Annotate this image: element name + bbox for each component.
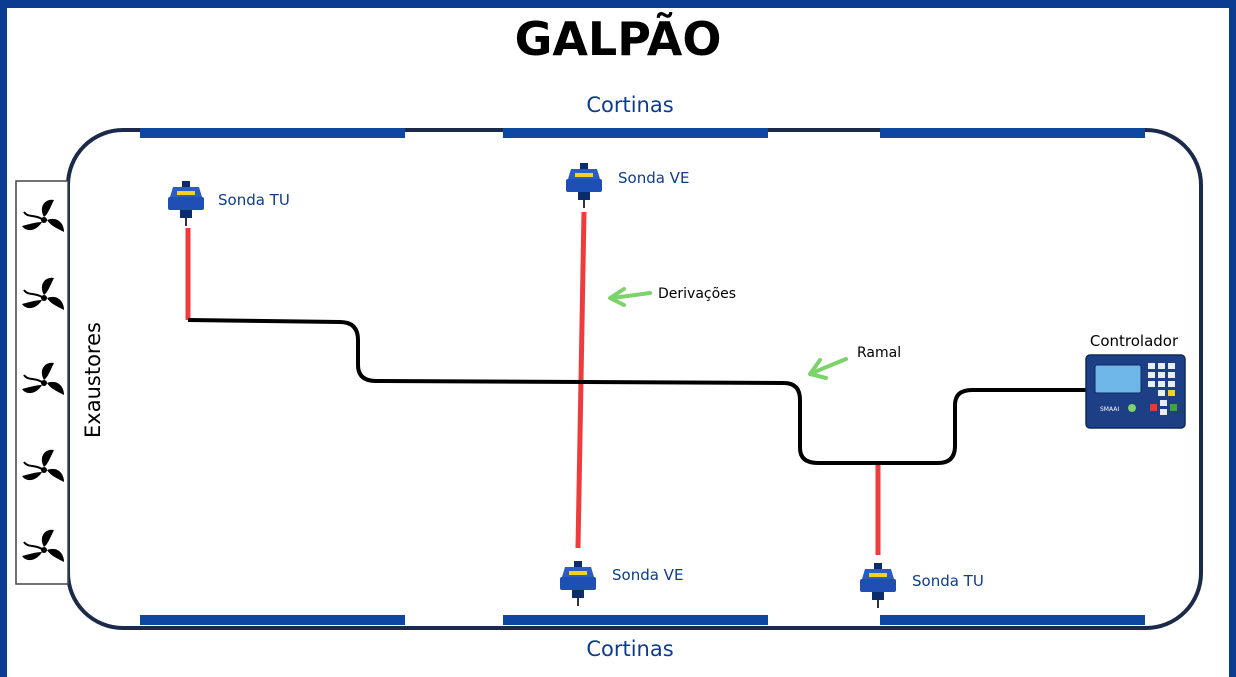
controller-brand: SMAAI [1100, 406, 1119, 413]
probe-label-bottom-middle: Sonda VE [612, 566, 683, 584]
branch-line-middle [575, 211, 587, 549]
sensor-probe-icon [167, 180, 205, 227]
curtains-top-label: Cortinas [586, 93, 673, 117]
curtain-bottom-1 [140, 615, 405, 625]
sensor-probe-icon [565, 162, 603, 209]
probe-label-top-middle: Sonda VE [618, 169, 689, 187]
probe-label-top-left: Sonda TU [218, 191, 290, 209]
controller-icon: SMAAI [1085, 354, 1186, 429]
probe-label-bottom-right: Sonda TU [912, 572, 984, 590]
curtain-top-2 [503, 128, 768, 138]
exhaust-label: Exaustores [81, 322, 105, 438]
branches-label: Derivações [658, 286, 736, 302]
controller-label: Controlador [1090, 332, 1179, 350]
arrow-icon [808, 357, 848, 380]
curtain-bottom-3 [880, 615, 1145, 625]
main-line-label: Ramal [857, 345, 901, 361]
curtain-bottom-2 [503, 615, 768, 625]
page-title: GALPÃO [515, 11, 722, 66]
arrow-icon [608, 287, 652, 307]
curtains-bottom-label: Cortinas [586, 637, 673, 661]
main-line [187, 318, 1086, 465]
sensor-probe-icon [859, 562, 897, 609]
curtain-top-3 [880, 128, 1145, 138]
curtain-top-1 [140, 128, 405, 138]
sensor-probe-icon [559, 560, 597, 607]
